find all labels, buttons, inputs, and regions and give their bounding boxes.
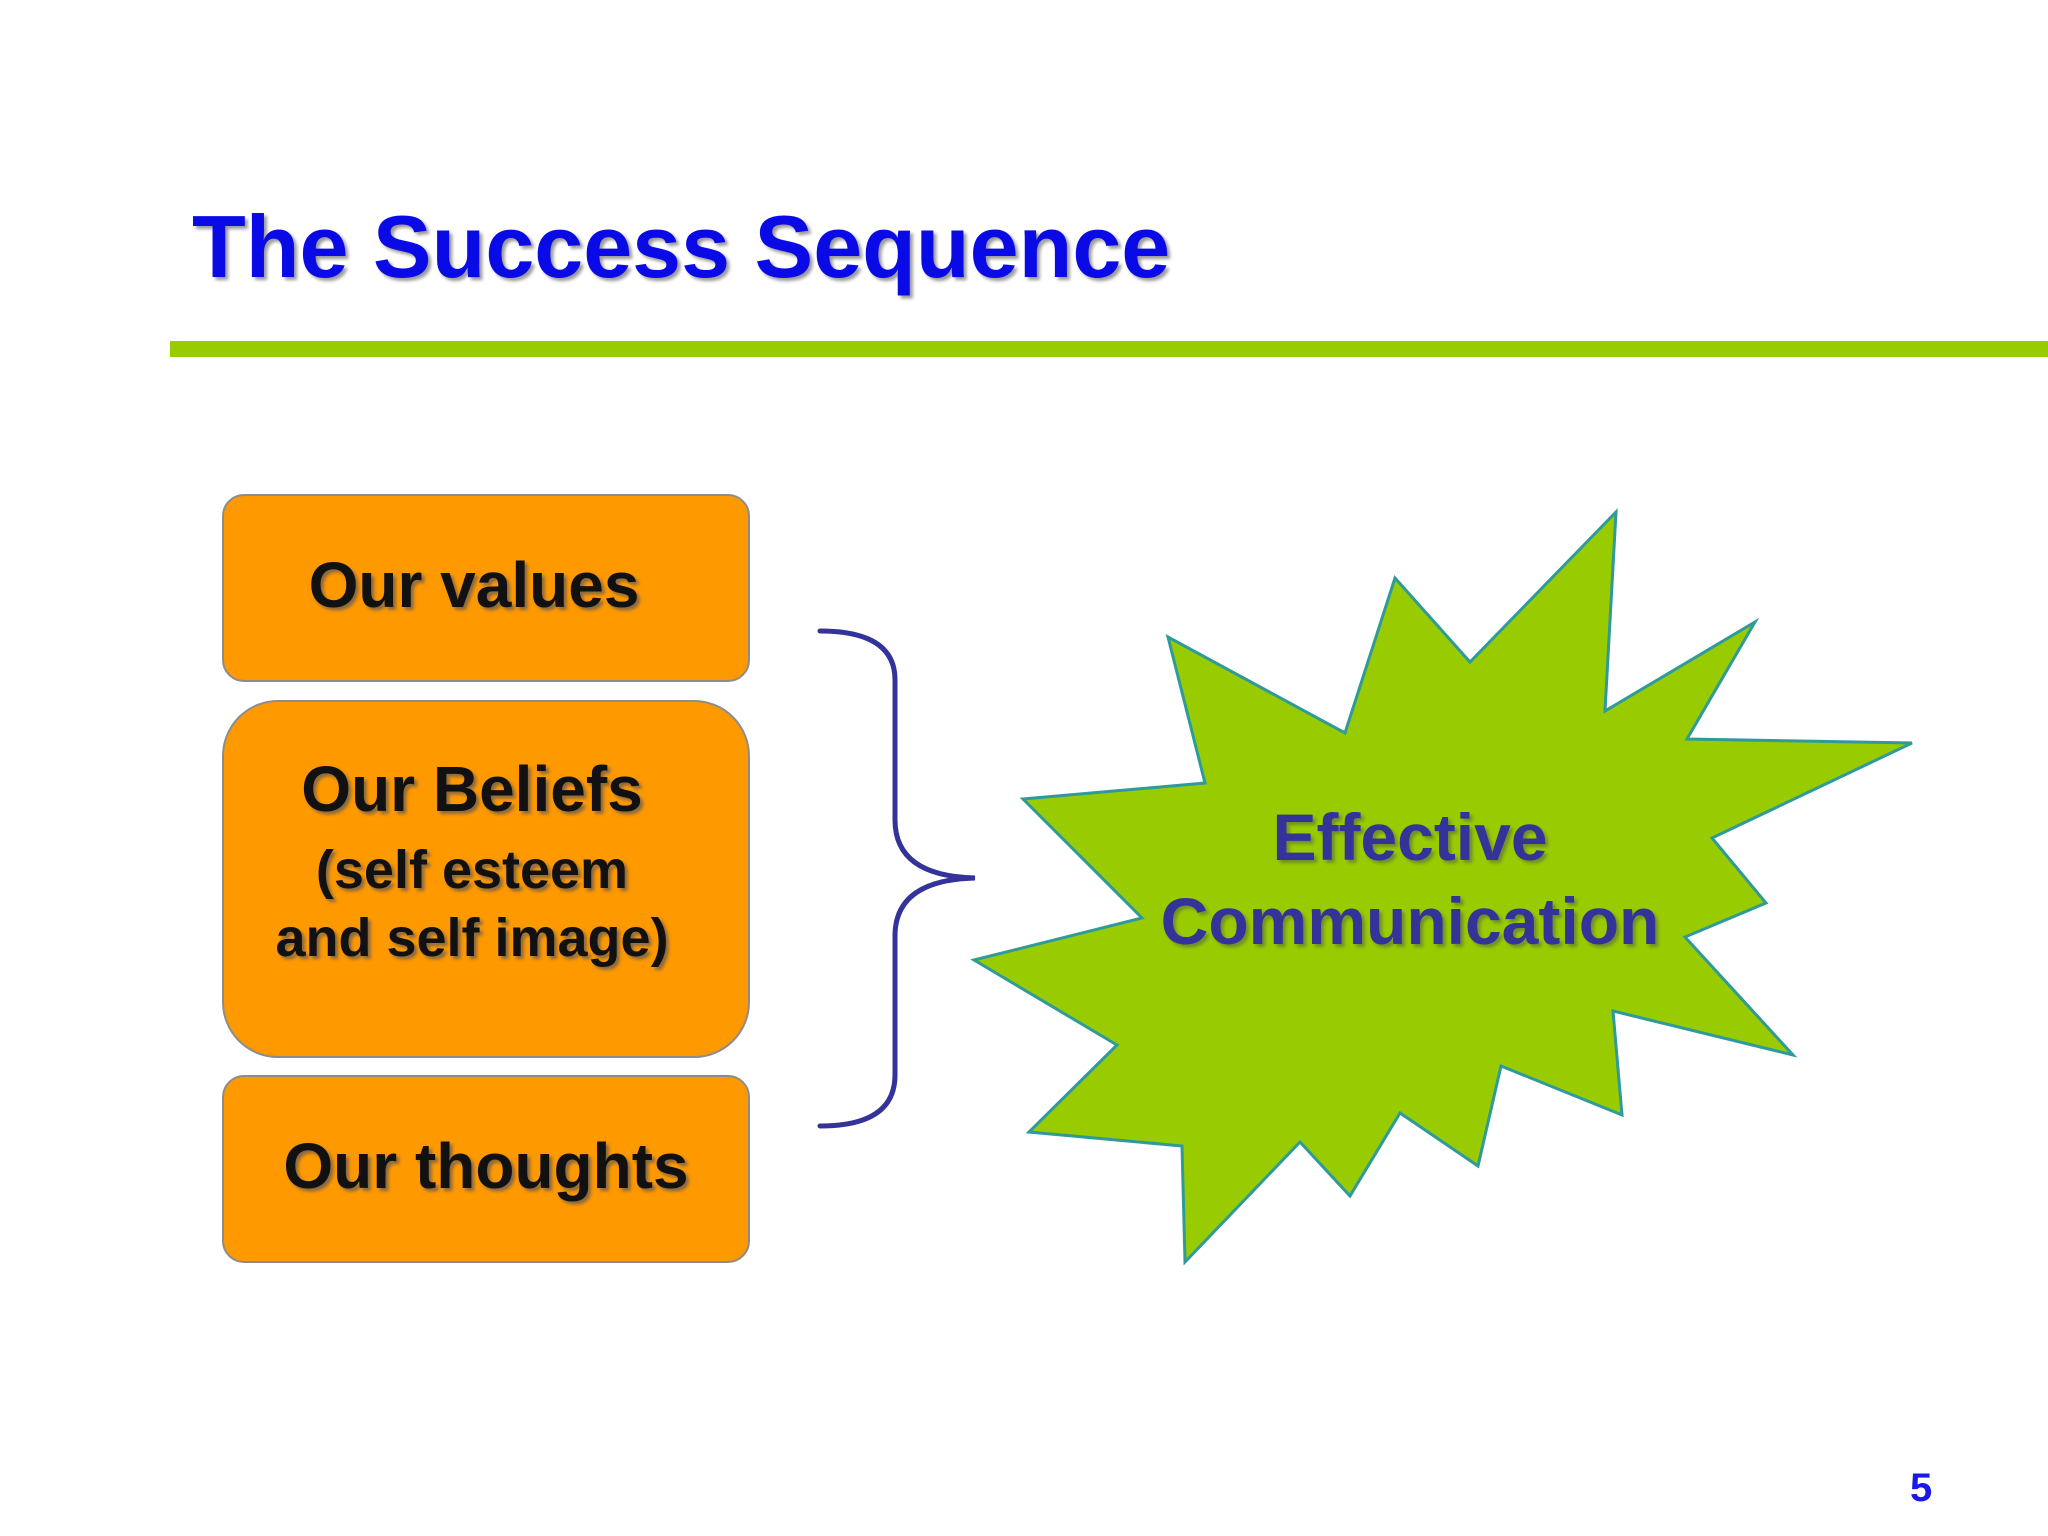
burst-label: Effective Communication	[1110, 795, 1710, 963]
page-number: 5	[1910, 1466, 1933, 1510]
beliefs-sublabel: (self esteem and self image)	[210, 836, 734, 972]
thoughts-label: Our thoughts	[283, 1130, 689, 1202]
beliefs-box: Our Beliefs (self esteem and self image)	[222, 700, 750, 1058]
beliefs-label: Our Beliefs	[301, 753, 643, 825]
title-divider	[170, 341, 2048, 357]
curly-brace	[817, 628, 976, 1129]
burst-line1: Effective	[1272, 800, 1548, 874]
beliefs-sub-line2: and self image)	[275, 908, 669, 968]
beliefs-sub-line1: (self esteem	[315, 840, 629, 900]
values-box: Our values	[222, 494, 750, 682]
thoughts-box: Our thoughts	[222, 1075, 750, 1263]
page-title: The Success Sequence	[192, 197, 1171, 296]
starburst-shape	[970, 508, 1913, 1266]
values-label: Our values	[308, 549, 640, 621]
burst-line2: Communication	[1160, 884, 1660, 958]
